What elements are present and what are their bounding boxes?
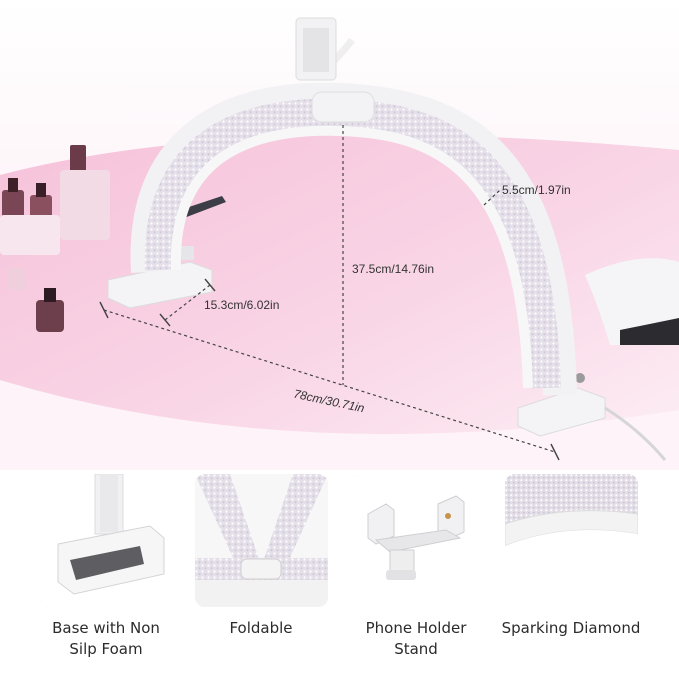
hero-illustration [0, 0, 679, 470]
uv-nail-lamp [585, 258, 679, 345]
feature-caption-line: Silp Foam [69, 640, 143, 658]
feature-caption-foldable: Foldable [186, 618, 336, 639]
feature-card-foldable [195, 474, 328, 607]
phone-holder-top [295, 17, 375, 123]
span-dimension-line [103, 309, 556, 453]
feature-caption-diamond: Sparking Diamond [496, 618, 646, 639]
lamp-arc-inner [170, 125, 533, 389]
table-edge [0, 380, 679, 470]
feature-caption-line: Phone Holder [365, 619, 467, 637]
diamond-strip-image [505, 474, 638, 607]
height-dimension-label: 37.5cm/14.76in [352, 262, 435, 276]
dimension-lines [103, 125, 556, 453]
base-dimension-label: 15.3cm/6.02in [204, 298, 280, 312]
base-foam-image [40, 474, 173, 607]
feature-caption-line: Sparking Diamond [501, 619, 641, 637]
feature-caption-line: Stand [394, 640, 438, 658]
feature-card-base [40, 474, 173, 607]
feature-card-diamond [505, 474, 638, 607]
nail-polish-bottles [0, 145, 110, 332]
foldable-joint-image [195, 474, 328, 607]
feature-caption-base: Base with Non Silp Foam [31, 618, 181, 660]
feature-caption-line: Base with Non [52, 619, 160, 637]
feature-card-phone-holder [350, 474, 483, 607]
lamp-base-left [107, 246, 213, 309]
feature-caption-phone-holder: Phone Holder Stand [341, 618, 491, 660]
width-dimension-line [483, 189, 501, 206]
width-dimension-label: 5.5cm/1.97in [502, 183, 571, 197]
dimension-end-ticks [99, 278, 560, 461]
product-hero-scene: 5.5cm/1.97in 37.5cm/14.76in 15.3cm/6.02i… [0, 0, 679, 470]
phone-holder-image [350, 474, 483, 607]
nail-file [180, 196, 226, 218]
feature-caption-line: Foldable [229, 619, 293, 637]
